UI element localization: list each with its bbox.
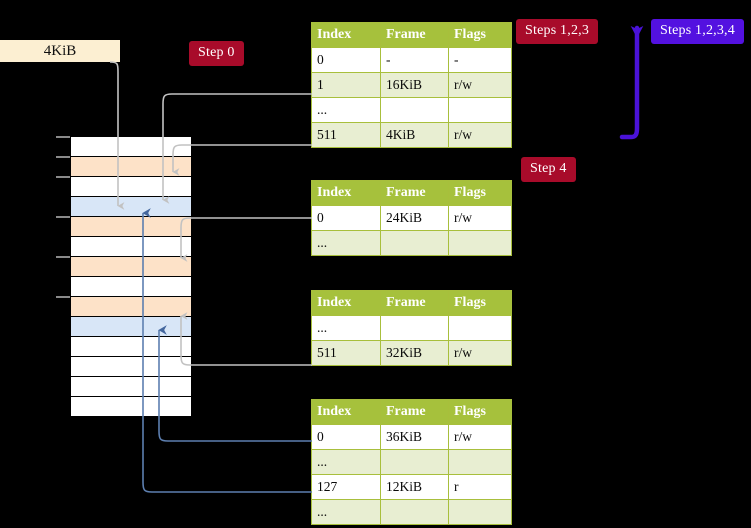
memory-row: [71, 377, 191, 397]
cell-frame: -: [380, 47, 449, 73]
cell-flags: [448, 315, 512, 341]
cell-frame: 24KiB: [380, 205, 449, 231]
table-header-row: Index Frame Flags: [311, 290, 512, 316]
step-4-badge: Step 4: [521, 157, 576, 182]
column-header-frame: Frame: [380, 290, 449, 316]
table-header-row: Index Frame Flags: [311, 399, 512, 425]
cell-frame: [380, 449, 449, 475]
cell-flags: [448, 499, 512, 525]
cell-index: ...: [311, 315, 381, 341]
cell-flags: r/w: [448, 340, 512, 366]
memory-row: [71, 237, 191, 257]
column-header-index: Index: [311, 22, 381, 48]
memory-size-label: 4KiB: [0, 40, 120, 62]
cell-frame: 36KiB: [380, 424, 449, 450]
memory-tick: [56, 256, 70, 258]
table-header-row: Index Frame Flags: [311, 180, 512, 206]
memory-row: [71, 317, 191, 337]
cell-flags: [448, 97, 512, 123]
cell-flags: [448, 230, 512, 256]
memory-row: [71, 137, 191, 157]
cell-flags: r/w: [448, 424, 512, 450]
page-table-level-4: Index Frame Flags 0 36KiB r/w ... 127 12…: [311, 399, 512, 525]
column-header-index: Index: [311, 399, 381, 425]
table-row: 0 24KiB r/w: [311, 205, 512, 231]
table-row: 0 36KiB r/w: [311, 424, 512, 450]
column-header-index: Index: [311, 290, 381, 316]
wire-table3-to-memory: [180, 312, 312, 366]
table-row: 1 16KiB r/w: [311, 72, 512, 98]
cell-frame: 32KiB: [380, 340, 449, 366]
memory-tick: [56, 156, 70, 158]
cell-flags: -: [448, 47, 512, 73]
cell-flags: r/w: [448, 122, 512, 148]
cell-index: ...: [311, 230, 381, 256]
memory-tick: [56, 296, 70, 298]
memory-row: [71, 197, 191, 217]
step-0-badge: Step 0: [189, 41, 244, 66]
memory-row: [71, 157, 191, 177]
table-row: 511 32KiB r/w: [311, 340, 512, 366]
wire-table1-to-memory: [172, 144, 312, 176]
table-row: ...: [311, 230, 512, 256]
column-header-index: Index: [311, 180, 381, 206]
steps-1234-badge: Steps 1,2,3,4: [651, 19, 744, 44]
memory-row: [71, 177, 191, 197]
column-header-frame: Frame: [380, 180, 449, 206]
memory-tick: [56, 216, 70, 218]
cell-index: ...: [311, 449, 381, 475]
cell-frame: [380, 230, 449, 256]
cell-index: 0: [311, 424, 381, 450]
table-row: ...: [311, 315, 512, 341]
table-row: 127 12KiB r: [311, 474, 512, 500]
steps-123-badge: Steps 1,2,3: [516, 19, 599, 44]
cell-flags: [448, 449, 512, 475]
cell-frame: [380, 97, 449, 123]
cell-index: 127: [311, 474, 381, 500]
table-header-row: Index Frame Flags: [311, 22, 512, 48]
column-header-flags: Flags: [448, 399, 512, 425]
cell-index: ...: [311, 499, 381, 525]
cell-index: 511: [311, 122, 381, 148]
cell-frame: [380, 499, 449, 525]
memory-row: [71, 297, 191, 317]
cell-index: ...: [311, 97, 381, 123]
cell-frame: 4KiB: [380, 122, 449, 148]
physical-memory-block: [70, 136, 191, 417]
cell-index: 511: [311, 340, 381, 366]
column-header-frame: Frame: [380, 399, 449, 425]
memory-row: [71, 277, 191, 297]
memory-row: [71, 397, 191, 417]
memory-tick: [56, 176, 70, 178]
table-row: 511 4KiB r/w: [311, 122, 512, 148]
table-row: 0 - -: [311, 47, 512, 73]
cell-frame: 12KiB: [380, 474, 449, 500]
cell-index: 0: [311, 47, 381, 73]
memory-row: [71, 217, 191, 237]
column-header-frame: Frame: [380, 22, 449, 48]
table-row: ...: [311, 97, 512, 123]
cell-frame: 16KiB: [380, 72, 449, 98]
memory-tick: [56, 136, 70, 138]
table-row: ...: [311, 499, 512, 525]
column-header-flags: Flags: [448, 290, 512, 316]
memory-row: [71, 257, 191, 277]
cell-flags: r/w: [448, 205, 512, 231]
cell-flags: r: [448, 474, 512, 500]
memory-row: [71, 337, 191, 357]
column-header-flags: Flags: [448, 180, 512, 206]
arrow-steps-bracket: [619, 25, 644, 140]
cell-flags: r/w: [448, 72, 512, 98]
cell-index: 1: [311, 72, 381, 98]
wire-table2-to-memory: [180, 217, 312, 262]
cell-index: 0: [311, 205, 381, 231]
memory-row: [71, 357, 191, 377]
page-table-level-3: Index Frame Flags ... 511 32KiB r/w: [311, 290, 512, 366]
cell-frame: [380, 315, 449, 341]
page-table-level-1: Index Frame Flags 0 - - 1 16KiB r/w ... …: [311, 22, 512, 148]
column-header-flags: Flags: [448, 22, 512, 48]
page-table-level-2: Index Frame Flags 0 24KiB r/w ...: [311, 180, 512, 256]
table-row: ...: [311, 449, 512, 475]
